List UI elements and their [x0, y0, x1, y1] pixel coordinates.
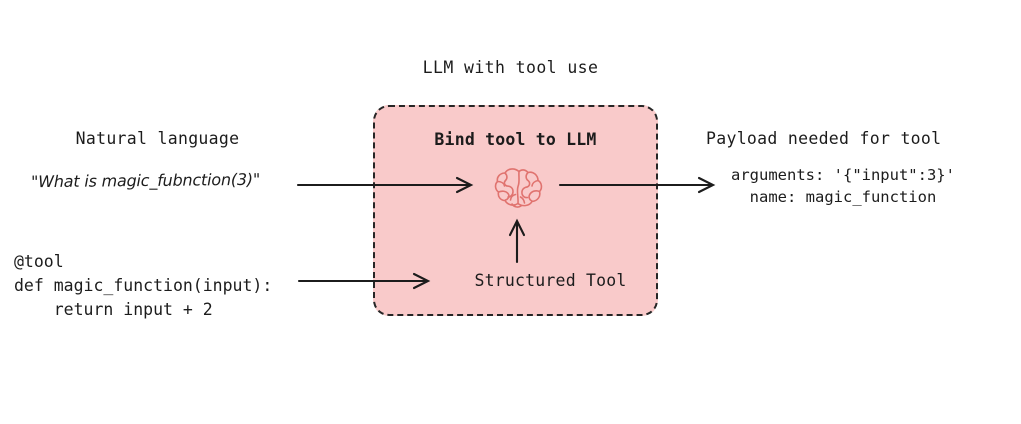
bind-tool-to-llm-label: Bind tool to LLM: [434, 130, 597, 149]
natural-language-heading: Natural language: [75, 129, 240, 148]
payload-heading: Payload needed for tool: [706, 129, 942, 148]
diagram-title: LLM with tool use: [422, 58, 599, 77]
structured-tool-label: Structured Tool: [474, 271, 627, 290]
natural-language-query: "What is magic_fubnction(3)": [30, 169, 261, 192]
tool-code-block: @tool def magic_function(input): return …: [14, 252, 273, 319]
payload-body: arguments: '{"input":3}' name: magic_fun…: [731, 166, 955, 206]
brain-icon: [494, 166, 544, 212]
